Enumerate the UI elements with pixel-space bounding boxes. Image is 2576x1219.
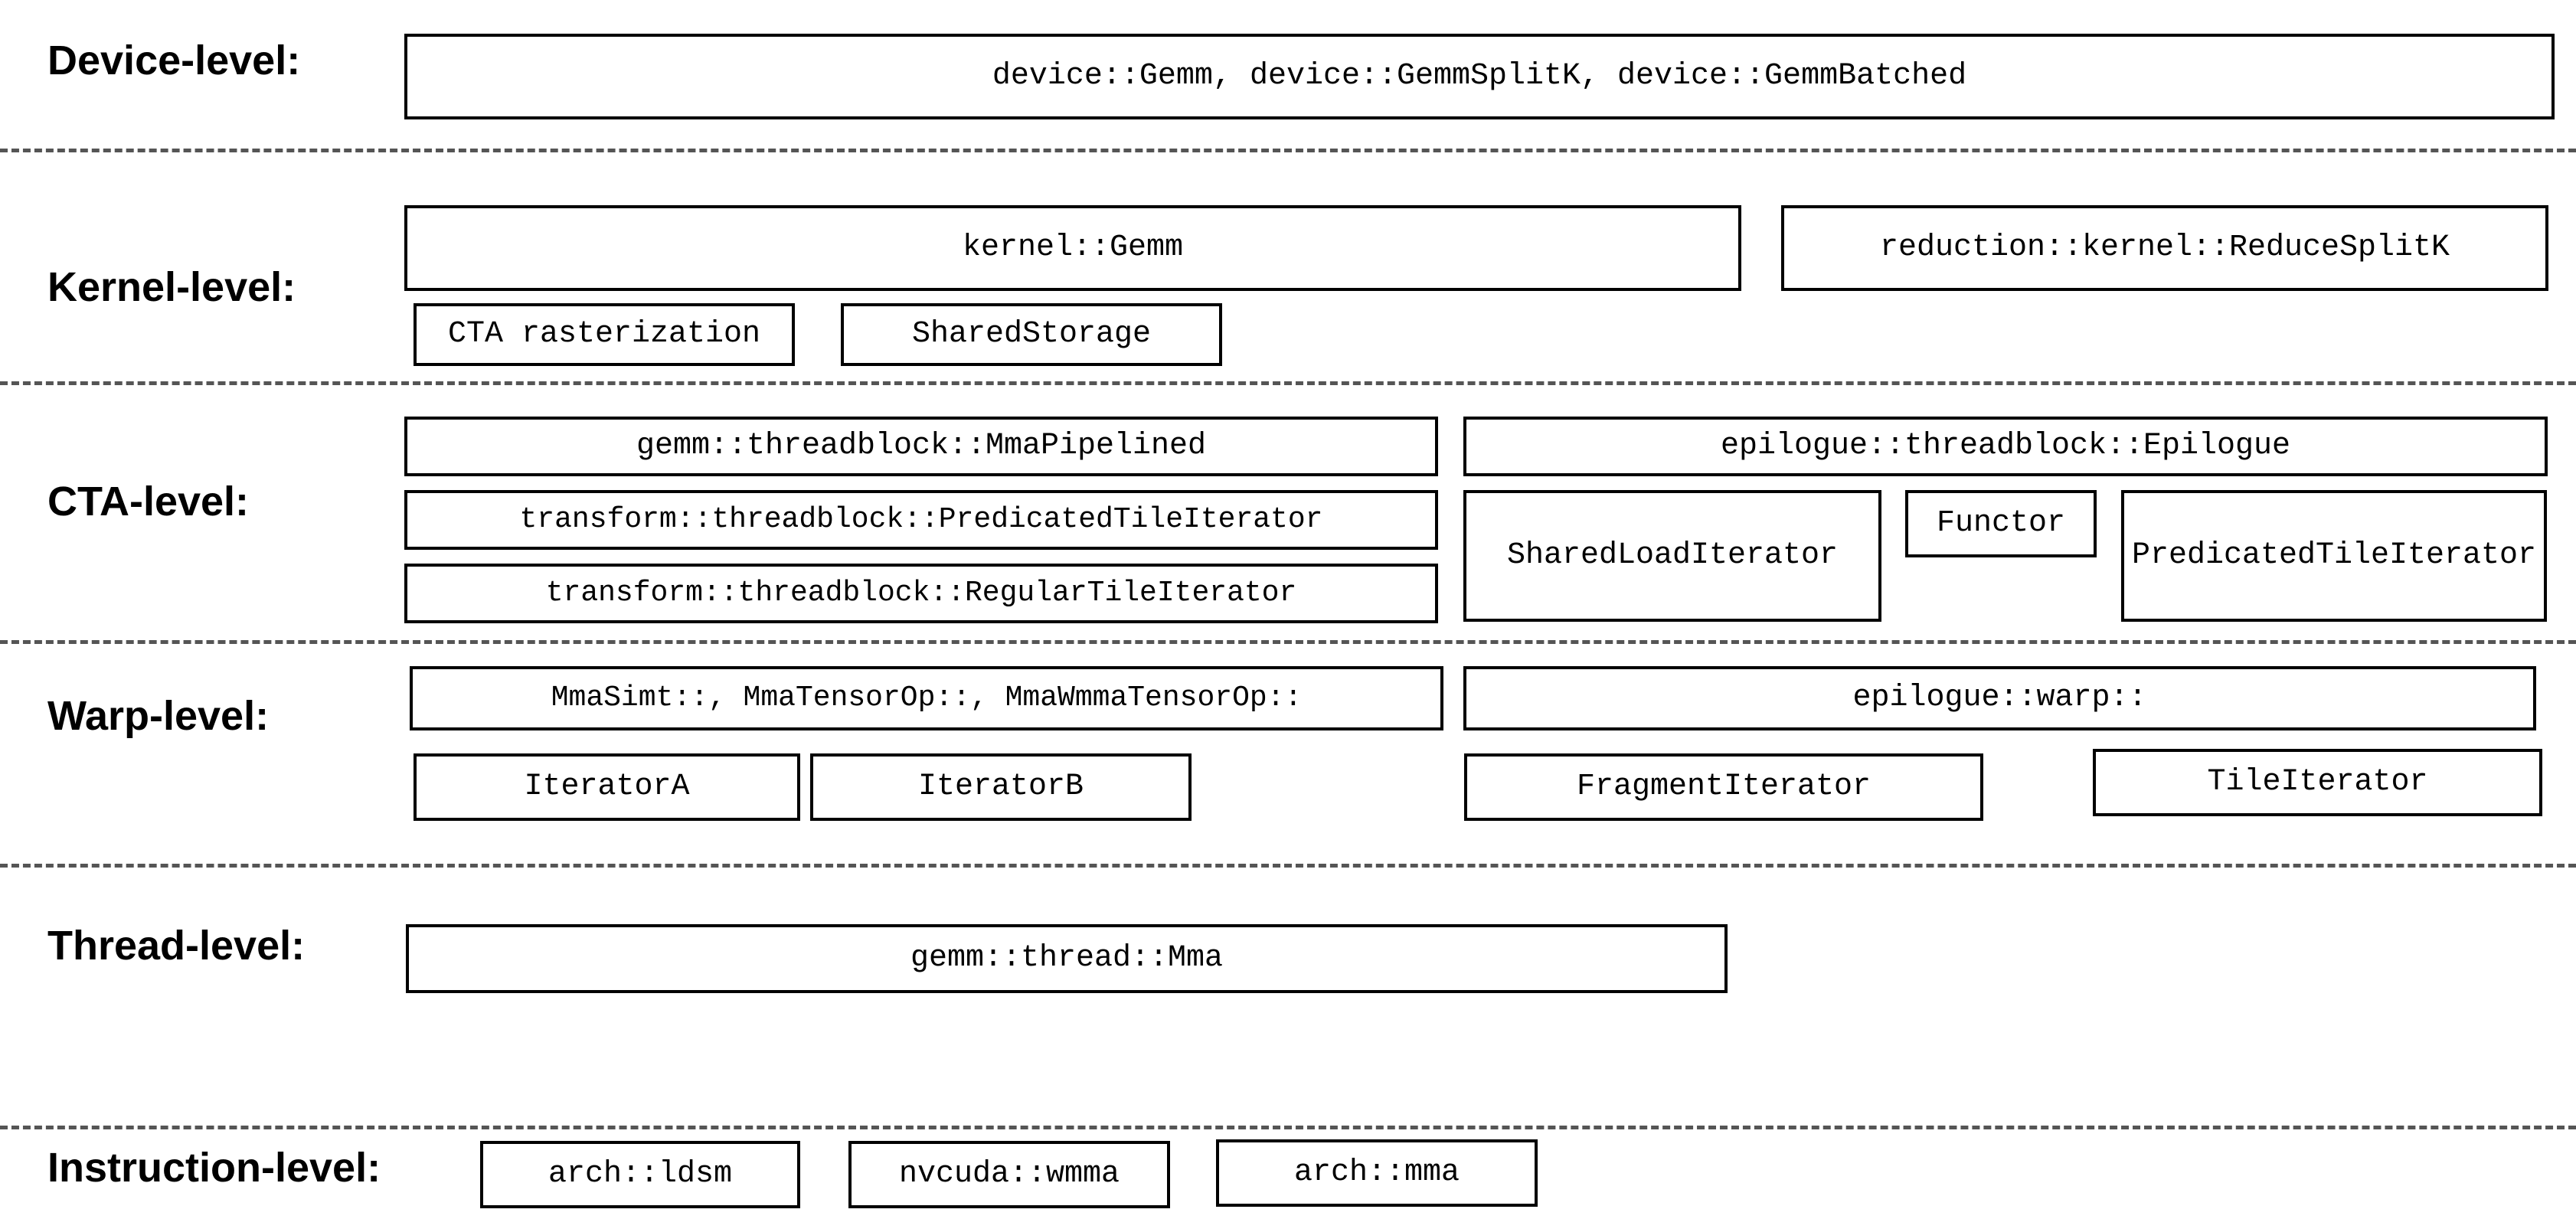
box-thread-mma-label: gemm::thread::Mma	[910, 941, 1224, 976]
box-cta-mma-pipelined[interactable]: gemm::threadblock::MmaPipelined	[404, 417, 1438, 476]
box-cta-mma-pipelined-label: gemm::threadblock::MmaPipelined	[636, 429, 1207, 463]
box-warp-fragment-iterator[interactable]: FragmentIterator	[1464, 753, 1983, 821]
box-instruction-arch-ldsm[interactable]: arch::ldsm	[480, 1141, 800, 1208]
level-label-kernel: Kernel-level:	[47, 264, 296, 310]
box-instruction-arch-mma-label: arch::mma	[1293, 1155, 1460, 1190]
box-warp-epilogue[interactable]: epilogue::warp::	[1463, 666, 2536, 730]
box-kernel-shared-storage[interactable]: SharedStorage	[841, 303, 1222, 366]
box-warp-fragment-iterator-label: FragmentIterator	[1576, 770, 1872, 804]
box-kernel-gemm-label: kernel::Gemm	[962, 230, 1184, 265]
divider-warp-thread	[0, 864, 2576, 868]
divider-device-kernel	[0, 149, 2576, 152]
level-label-thread: Thread-level:	[47, 923, 306, 969]
box-warp-mma-ops-label: MmaSimt::, MmaTensorOp::, MmaWmmaTensorO…	[551, 681, 1303, 714]
box-warp-epilogue-label: epilogue::warp::	[1852, 681, 2147, 715]
box-kernel-reduce-split-k[interactable]: reduction::kernel::ReduceSplitK	[1781, 205, 2548, 291]
box-instruction-nvcuda-wmma[interactable]: nvcuda::wmma	[848, 1141, 1170, 1208]
box-warp-mma-ops[interactable]: MmaSimt::, MmaTensorOp::, MmaWmmaTensorO…	[410, 666, 1443, 730]
box-kernel-cta-rasterization[interactable]: CTA rasterization	[414, 303, 795, 366]
box-cta-predicated-tile-iterator-label: transform::threadblock::PredicatedTileIt…	[519, 503, 1323, 536]
box-kernel-cta-rasterization-label: CTA rasterization	[447, 317, 761, 351]
box-cta-epilogue-predicated-tile-iterator-label: PredicatedTileIterator	[2131, 538, 2537, 573]
box-cta-regular-tile-iterator[interactable]: transform::threadblock::RegularTileItera…	[404, 564, 1438, 623]
box-warp-iterator-a-label: IteratorA	[524, 770, 690, 804]
box-kernel-shared-storage-label: SharedStorage	[911, 317, 1152, 351]
box-cta-functor-label: Functor	[1936, 506, 2066, 541]
box-warp-iterator-b-label: IteratorB	[917, 770, 1084, 804]
box-cta-epilogue-predicated-tile-iterator[interactable]: PredicatedTileIterator	[2121, 490, 2547, 622]
divider-kernel-cta	[0, 381, 2576, 385]
box-cta-functor[interactable]: Functor	[1905, 490, 2097, 557]
box-warp-iterator-b[interactable]: IteratorB	[810, 753, 1192, 821]
level-label-instruction: Instruction-level:	[47, 1145, 381, 1191]
box-cta-epilogue-label: epilogue::threadblock::Epilogue	[1720, 429, 2291, 463]
level-label-warp: Warp-level:	[47, 693, 270, 739]
box-device-gemm-label: device::Gemm, device::GemmSplitK, device…	[992, 59, 1967, 93]
box-instruction-arch-ldsm-label: arch::ldsm	[548, 1157, 733, 1191]
box-warp-tile-iterator[interactable]: TileIterator	[2093, 749, 2542, 816]
box-cta-epilogue[interactable]: epilogue::threadblock::Epilogue	[1463, 417, 2548, 476]
box-kernel-reduce-split-k-label: reduction::kernel::ReduceSplitK	[1879, 230, 2450, 265]
box-warp-iterator-a[interactable]: IteratorA	[414, 753, 800, 821]
box-thread-mma[interactable]: gemm::thread::Mma	[406, 924, 1728, 993]
box-kernel-gemm[interactable]: kernel::Gemm	[404, 205, 1741, 291]
divider-thread-instruction	[0, 1126, 2576, 1129]
box-cta-regular-tile-iterator-label: transform::threadblock::RegularTileItera…	[545, 577, 1297, 610]
box-warp-tile-iterator-label: TileIterator	[2207, 765, 2428, 799]
level-label-cta: CTA-level:	[47, 479, 250, 525]
box-device-gemm[interactable]: device::Gemm, device::GemmSplitK, device…	[404, 34, 2555, 119]
level-label-device: Device-level:	[47, 38, 301, 83]
divider-cta-warp	[0, 640, 2576, 644]
box-cta-predicated-tile-iterator[interactable]: transform::threadblock::PredicatedTileIt…	[404, 490, 1438, 550]
box-cta-shared-load-iterator-label: SharedLoadIterator	[1506, 538, 1839, 573]
box-instruction-nvcuda-wmma-label: nvcuda::wmma	[898, 1157, 1120, 1191]
box-instruction-arch-mma[interactable]: arch::mma	[1216, 1139, 1538, 1207]
box-cta-shared-load-iterator[interactable]: SharedLoadIterator	[1463, 490, 1881, 622]
